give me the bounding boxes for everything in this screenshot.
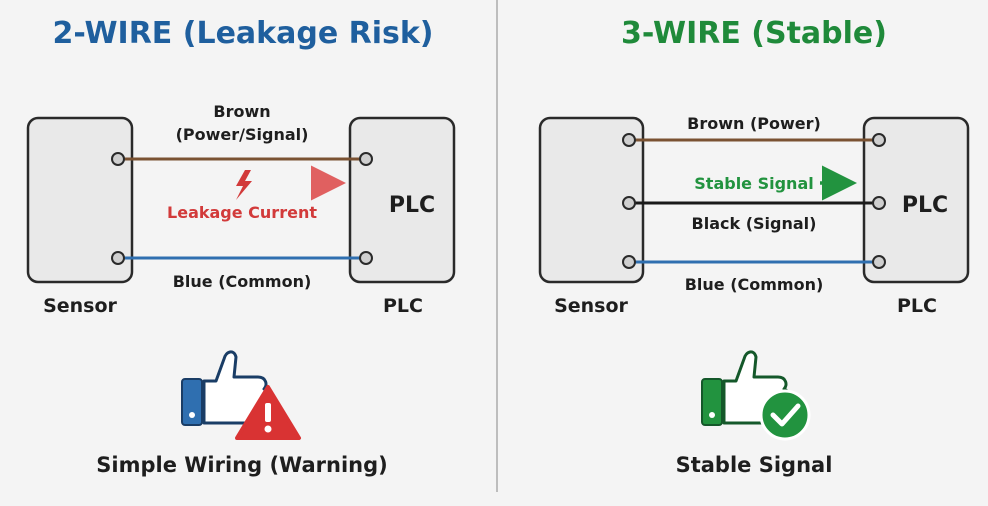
terminal — [872, 133, 886, 147]
terminal — [622, 255, 636, 269]
terminal — [622, 196, 636, 210]
black-wire-label: Black (Signal) — [692, 214, 817, 233]
plc-label: PLC — [383, 295, 423, 317]
two-wire-title: 2-WIRE (Leakage Risk) — [52, 16, 433, 51]
brown-wire-label-line1: Brown — [213, 102, 270, 121]
plc-box-label: PLC — [902, 193, 948, 218]
check-circle-icon — [759, 389, 811, 441]
blue-wire-label: Blue (Common) — [173, 272, 312, 291]
warning-triangle-icon — [235, 385, 301, 440]
sensor-label: Sensor — [43, 295, 117, 317]
plc-label: PLC — [897, 295, 937, 317]
sensor-box — [26, 116, 134, 284]
terminal — [622, 133, 636, 147]
terminal — [359, 152, 373, 166]
sensor-label: Sensor — [554, 295, 628, 317]
sensor-box — [538, 116, 645, 284]
leakage-current-label: Leakage Current — [167, 203, 317, 222]
lightning-icon — [236, 170, 252, 200]
plc-box — [348, 116, 456, 284]
terminal — [872, 196, 886, 210]
terminal — [359, 251, 373, 265]
brown-wire-label-line2: (Power/Signal) — [176, 125, 309, 144]
plc-box-label: PLC — [389, 193, 435, 218]
blue-wire-label: Blue (Common) — [685, 275, 824, 294]
three-wire-title: 3-WIRE (Stable) — [621, 16, 887, 51]
stable-signal-bottom-label: Stable Signal — [676, 453, 833, 477]
plc-box — [862, 116, 970, 284]
three-wire-panel: 3-WIRE (Stable) PLC Brown (Power) Stable… — [538, 16, 970, 477]
simple-wiring-label: Simple Wiring (Warning) — [96, 453, 387, 477]
two-wire-panel: 2-WIRE (Leakage Risk) PLC Brown (Power/S… — [26, 16, 456, 477]
stable-signal-label: Stable Signal — [694, 174, 813, 193]
terminal — [872, 255, 886, 269]
brown-wire-label: Brown (Power) — [687, 114, 821, 133]
terminal — [111, 152, 125, 166]
terminal — [111, 251, 125, 265]
